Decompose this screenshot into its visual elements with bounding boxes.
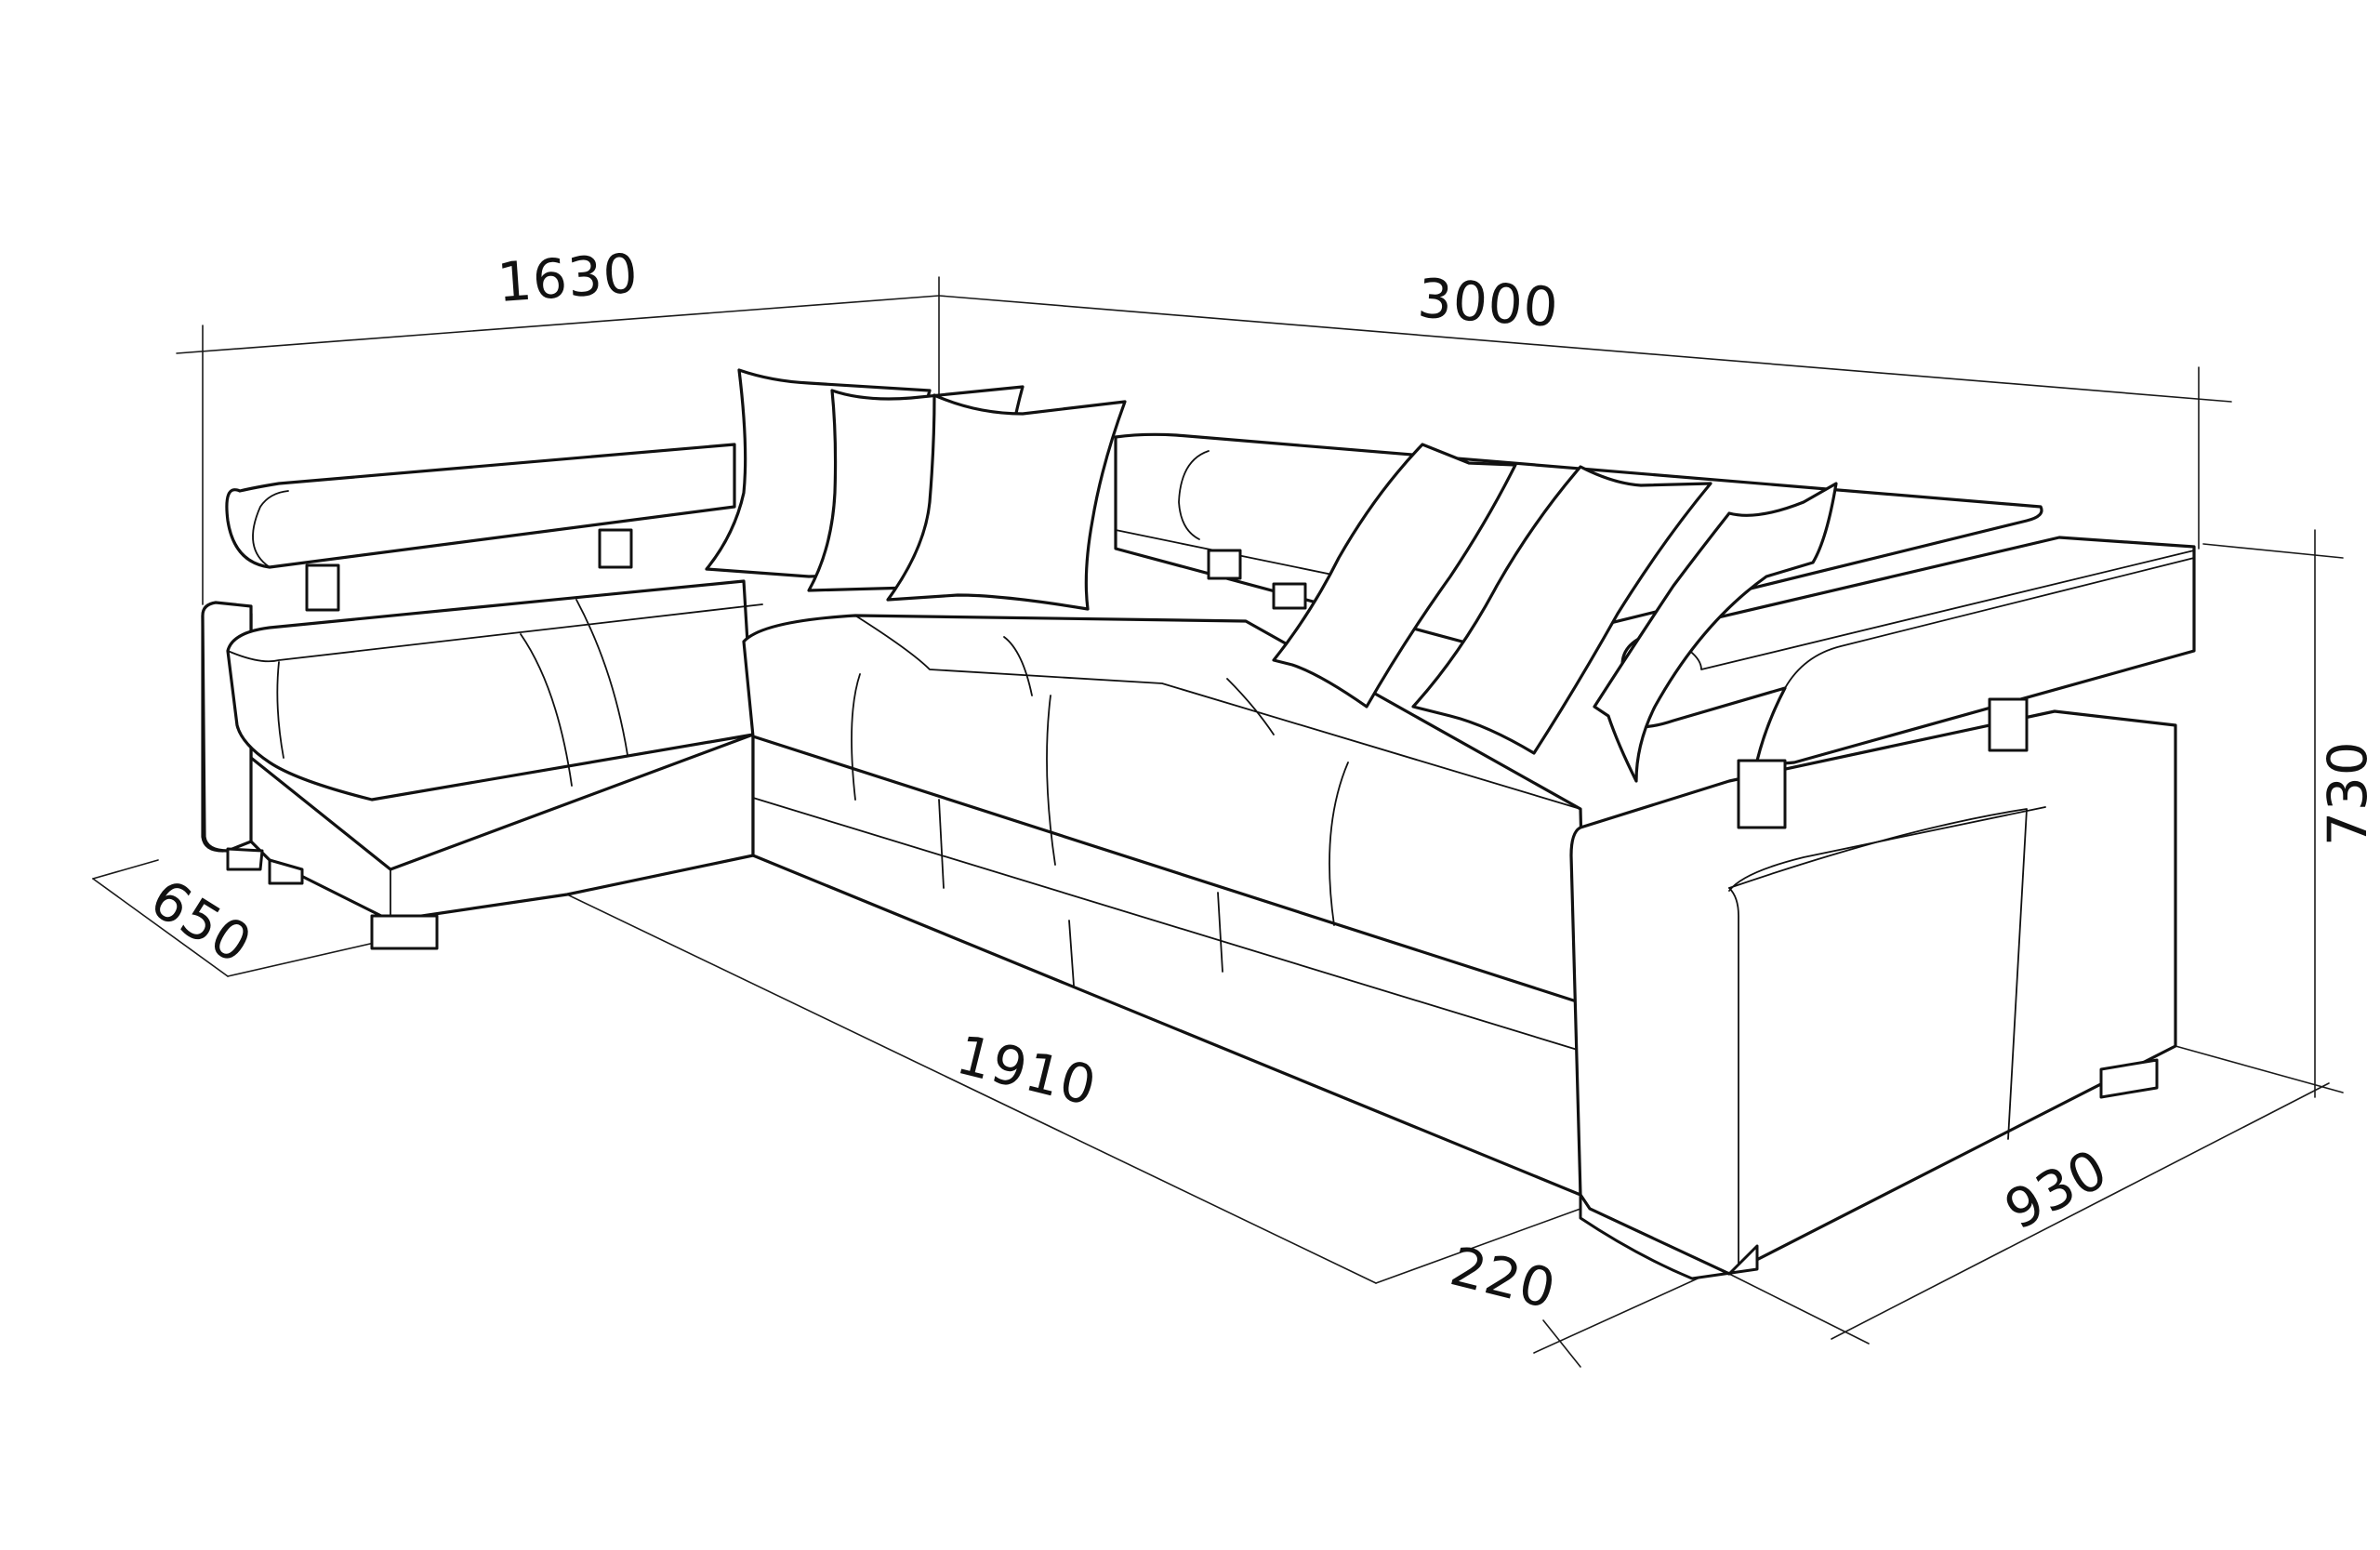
label-3000: 3000	[1416, 267, 1561, 339]
main-seat-cushions	[742, 614, 1587, 1006]
label-930: 930	[1994, 1136, 2117, 1241]
label-650: 650	[139, 867, 262, 976]
chaise-seat-cushion	[226, 579, 755, 801]
dim-line-3000	[938, 295, 2232, 403]
chaise-headrest-pad	[225, 443, 736, 569]
dimension-lines	[92, 276, 2344, 1368]
label-1910: 1910	[951, 1023, 1104, 1119]
chaise-headrest	[225, 443, 736, 612]
dim-line-1910	[566, 894, 1377, 1284]
leg-front-right	[1579, 1193, 1759, 1280]
label-730: 730	[2316, 740, 2379, 846]
pillows	[705, 368, 1838, 783]
pillow-5	[1411, 465, 1712, 755]
dim-line-1630	[176, 295, 940, 354]
chaise-section	[201, 579, 763, 922]
label-1630: 1630	[496, 242, 641, 314]
right-armrest	[226, 536, 2196, 1280]
dim-line-930	[1831, 1082, 2330, 1340]
label-220: 220	[1445, 1234, 1563, 1320]
dim-line-650	[92, 878, 229, 977]
pillow-3	[886, 393, 1127, 611]
pillow-6	[1593, 482, 1838, 783]
leg-front-chaise	[370, 914, 439, 950]
leg-rear-right	[2099, 1058, 2159, 1099]
pillow-4	[1272, 443, 1517, 709]
leg-side-chaise	[226, 847, 264, 871]
